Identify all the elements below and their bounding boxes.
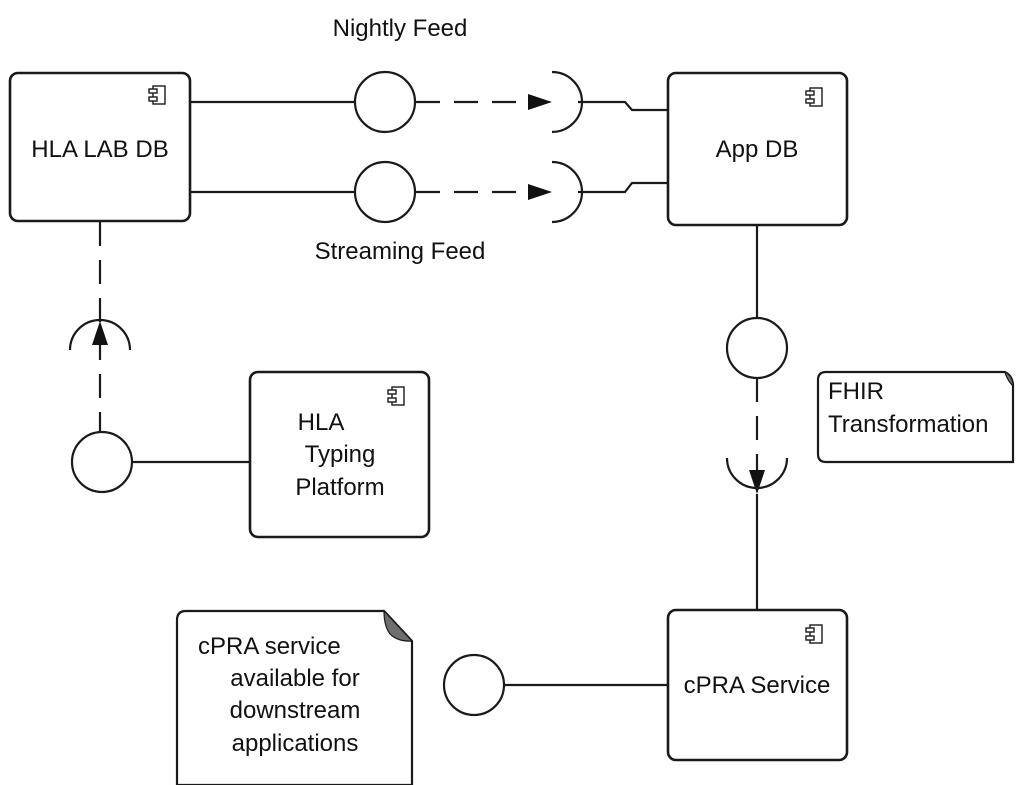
fhir-socket: [725, 457, 789, 490]
component-cpra-service[interactable]: cPRA Service: [666, 608, 849, 762]
streaming-feed-label: Streaming Feed: [315, 238, 486, 265]
fhir-interface: [725, 316, 789, 380]
cpra-note-line-2: available for: [230, 665, 359, 692]
fhir-note-line-1: FHIR: [828, 378, 884, 405]
sockets: [68, 70, 789, 490]
typing-platform-socket: [68, 318, 132, 351]
cpra-note-line-4: applications: [232, 730, 359, 757]
lollipops: [70, 70, 789, 717]
fhir-note-line-2: Transformation: [828, 411, 989, 438]
cpra-note-line-3: downstream: [230, 697, 361, 724]
nightly-feed-socket: [551, 70, 584, 134]
nightly-feed-label: Nightly Feed: [333, 15, 468, 42]
hla-typing-platform-label-line-1: HLA: [298, 409, 345, 436]
component-hla-typing-platform[interactable]: HLA Typing Platform: [248, 370, 431, 539]
connectors: [92, 94, 765, 687]
typing-platform-arrowhead: [92, 321, 108, 345]
nightly-feed-interface: [353, 70, 417, 134]
app-db-label: App DB: [716, 136, 799, 163]
cpra-provided-interface: [442, 653, 506, 717]
cpra-service-label: cPRA Service: [684, 672, 831, 699]
streaming-feed-socket: [551, 160, 584, 224]
streaming-feed-arrowhead: [528, 184, 552, 200]
hla-lab-db-label: HLA LAB DB: [31, 136, 168, 163]
cpra-note-line-1: cPRA service: [198, 633, 341, 660]
hla-typing-platform-label-line-2: Typing: [305, 441, 376, 468]
note-fold-corner: [383, 609, 414, 642]
typing-platform-interface: [70, 430, 134, 494]
component-hla-lab-db[interactable]: HLA LAB DB: [8, 71, 192, 223]
component-app-db[interactable]: App DB: [666, 71, 849, 227]
nightly-feed-line-in: [578, 100, 668, 112]
streaming-feed-line-in: [578, 181, 668, 194]
nightly-feed-arrowhead: [528, 94, 552, 110]
note-fhir-transformation: FHIR Transformation: [816, 370, 1015, 464]
fhir-arrowhead: [749, 470, 765, 494]
note-cpra-availability: cPRA service available for downstream ap…: [175, 609, 414, 785]
note-fold-corner: [1004, 370, 1014, 388]
hla-typing-platform-label-line-3: Platform: [295, 474, 384, 501]
streaming-feed-interface: [353, 160, 417, 224]
